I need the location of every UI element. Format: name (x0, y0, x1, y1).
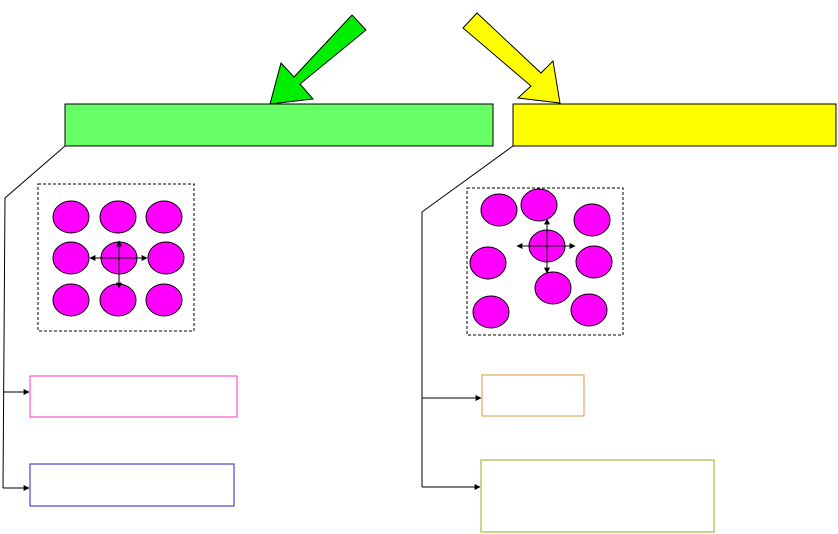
green-header-bar (64, 103, 494, 147)
left-particle (52, 200, 90, 234)
right-particle (469, 246, 507, 280)
left-particles (52, 200, 185, 317)
right-particle-box (466, 187, 624, 336)
right-movement-arrows (516, 218, 576, 274)
left-connector (2, 145, 66, 491)
yellow-arrow (462, 12, 561, 104)
left-particle (99, 283, 137, 317)
left-particle (145, 283, 183, 317)
yellow-header-bar (512, 103, 837, 147)
left-box-blue (29, 463, 235, 507)
left-particle-box (37, 183, 195, 332)
left-particle (147, 241, 185, 275)
left-particle (52, 283, 90, 317)
right-particle (575, 245, 613, 279)
right-particle (472, 295, 510, 329)
left-particle (145, 200, 183, 234)
right-particle (520, 188, 558, 222)
left-vibration-arrows (89, 240, 148, 289)
right-particle (573, 203, 611, 237)
right-connector (421, 145, 514, 490)
left-box-magenta (29, 375, 238, 418)
right-particles (469, 188, 613, 329)
right-particle (534, 271, 572, 305)
right-particle (480, 193, 518, 227)
left-particle (52, 241, 90, 275)
green-arrow (269, 14, 367, 105)
left-particle (99, 200, 137, 234)
right-particle (570, 293, 608, 327)
right-box-orange (481, 374, 585, 417)
right-box-olive (480, 459, 715, 533)
